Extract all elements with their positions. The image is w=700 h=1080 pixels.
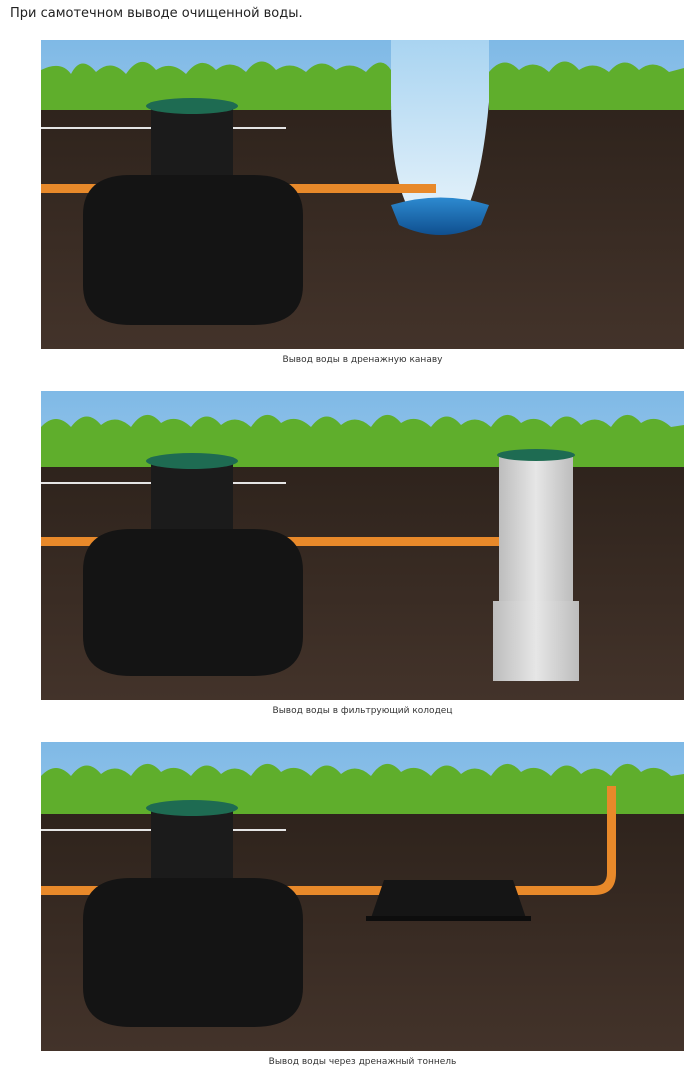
septic-tank: [83, 529, 303, 676]
grass: [41, 763, 684, 814]
grass-left: [41, 61, 391, 110]
grass: [41, 414, 684, 467]
well-lid: [497, 449, 575, 461]
figure-drainage-ditch: Вывод воды в дренажную канаву: [41, 40, 684, 365]
figure-caption: Вывод воды в дренажную канаву: [282, 355, 443, 365]
page-heading: При самотечном выводе очищенной воды.: [10, 6, 303, 21]
tank-lid: [146, 453, 238, 469]
septic-tank: [83, 878, 303, 1027]
filter-well: [499, 455, 573, 605]
figure-caption: Вывод воды в фильтрующий колодец: [272, 706, 453, 716]
filter-well-base: [493, 601, 579, 681]
ditch-opening: [391, 40, 489, 230]
illustration-drainage-tunnel: [41, 742, 684, 1051]
illustration-drainage-ditch: [41, 40, 684, 349]
tank-lid: [146, 98, 238, 114]
figure-caption: Вывод воды через дренажный тоннель: [268, 1057, 457, 1067]
ditch-water: [391, 197, 489, 235]
drainage-tunnel: [371, 880, 526, 918]
illustration-filter-well: [41, 391, 684, 700]
tank-lid: [146, 800, 238, 816]
septic-tank: [83, 175, 303, 325]
grass-right: [489, 61, 684, 110]
drainage-tunnel-base: [366, 916, 531, 921]
figure-drainage-tunnel: Вывод воды через дренажный тоннель: [41, 742, 684, 1067]
figure-filter-well: Вывод воды в фильтрующий колодец: [41, 391, 684, 716]
